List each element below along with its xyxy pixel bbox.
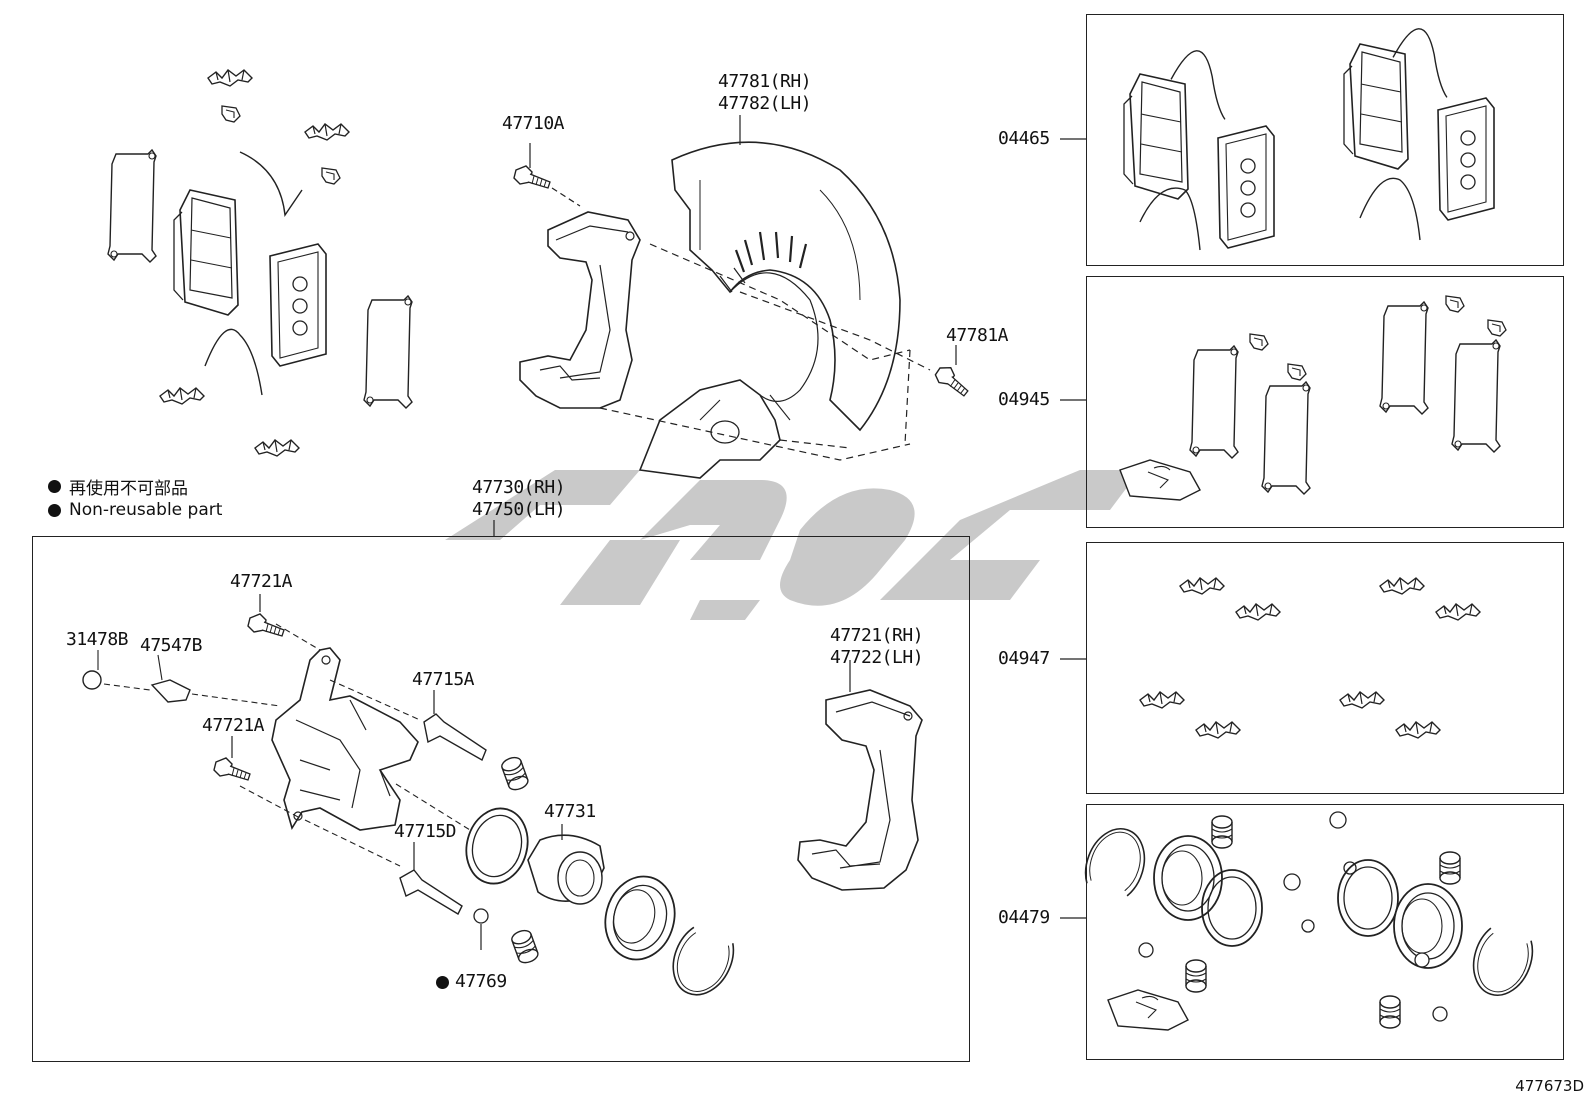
watermark-logo [445, 470, 1140, 620]
kit-label-04465[interactable]: 04465 [998, 128, 1050, 149]
kit-label-04479[interactable]: 04479 [998, 907, 1050, 928]
legend-dot [48, 480, 61, 493]
part-label-47710a[interactable]: 47710A [502, 113, 565, 134]
part-label-47721-rh[interactable]: 47721(RH) [830, 625, 924, 646]
figure-id: 477673D [1515, 1077, 1584, 1095]
part-label-47721a-mid[interactable]: 47721A [202, 715, 265, 736]
part-label-47721a-top[interactable]: 47721A [230, 571, 293, 592]
part-label-47731[interactable]: 47731 [544, 801, 596, 822]
part-label-47722-lh[interactable]: 47722(LH) [830, 647, 924, 668]
kit-label-04947[interactable]: 04947 [998, 648, 1050, 669]
part-label-47715d[interactable]: 47715D [394, 821, 457, 842]
part-label-47730-rh[interactable]: 47730(RH) [472, 477, 566, 498]
kit-box-04947 [1086, 542, 1564, 794]
part-label-47715a[interactable]: 47715A [412, 669, 475, 690]
part-label-31478b[interactable]: 31478B [66, 629, 129, 650]
legend-en-text: Non-reusable part [69, 500, 223, 520]
part-label-47750-lh[interactable]: 47750(LH) [472, 499, 566, 520]
part-label-47547b[interactable]: 47547B [140, 635, 203, 656]
legend-en: Non-reusable part [48, 500, 222, 520]
kit-box-04945 [1086, 276, 1564, 528]
part-label-47781-rh[interactable]: 47781(RH) [718, 71, 812, 92]
part-label-47782-lh[interactable]: 47782(LH) [718, 93, 812, 114]
kit-label-04945[interactable]: 04945 [998, 389, 1050, 410]
legend-dot [48, 503, 61, 517]
non-reusable-marker [436, 975, 449, 989]
kit-box-04465 [1086, 14, 1564, 266]
part-label-47781a[interactable]: 47781A [946, 325, 1009, 346]
part-label-47769[interactable]: 47769 [436, 972, 507, 992]
part-label-47769-text: 47769 [455, 971, 507, 992]
kit-box-04479 [1086, 804, 1564, 1060]
legend-jp-text: 再使用不可部品 [69, 479, 188, 499]
caliper-assembly-box [32, 536, 970, 1062]
legend-jp: 再使用不可部品 [48, 474, 188, 499]
